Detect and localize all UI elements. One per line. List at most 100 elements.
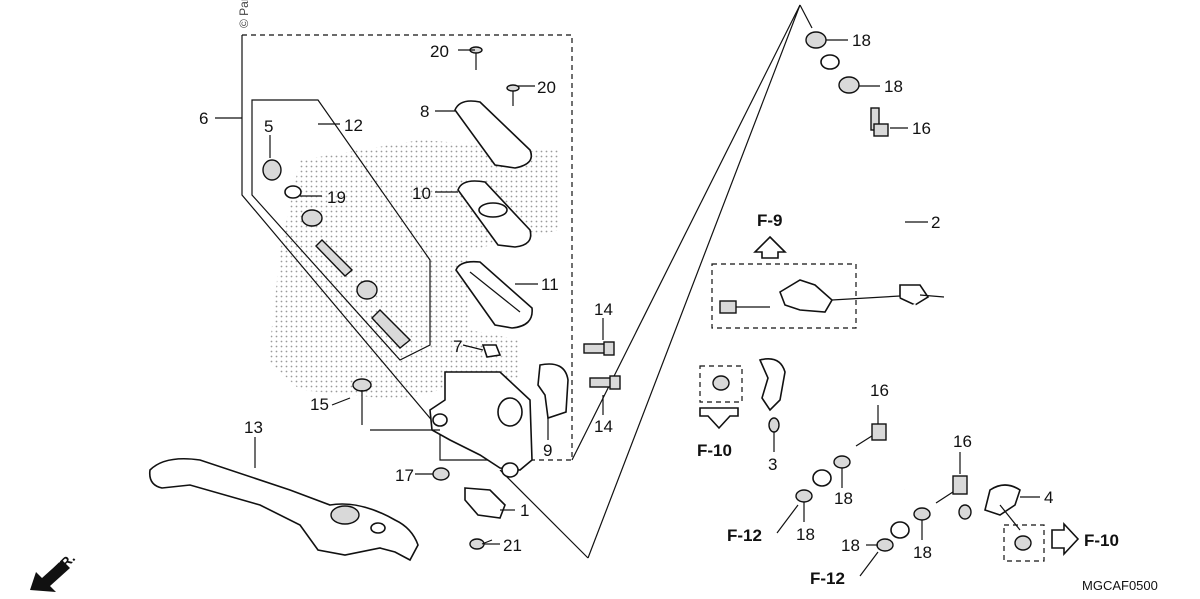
nut-17 <box>432 467 450 481</box>
callout-18-top-a: 18 <box>852 31 871 50</box>
callout-17: 17 <box>395 466 414 485</box>
boot-5 <box>262 159 282 181</box>
arrow-right-f10 <box>1051 521 1080 557</box>
banjo-port <box>501 462 519 478</box>
banjo-bolt-16-low <box>935 475 968 504</box>
callout-leaders <box>215 39 1040 546</box>
washer-18-mid <box>833 455 851 469</box>
ref-f12-b: F-12 <box>810 569 845 588</box>
arrow-down-f10 <box>699 407 739 430</box>
banjo-bolt-16-mid <box>855 423 887 447</box>
hose-fitting-top <box>820 54 840 70</box>
shading-region <box>268 140 560 400</box>
callout-19: 19 <box>327 188 346 207</box>
leader-switch <box>499 469 589 559</box>
piston-spring <box>371 309 412 349</box>
callout-10: 10 <box>412 184 431 203</box>
callout-14b: 14 <box>594 417 613 436</box>
callout-4: 4 <box>1044 488 1053 507</box>
callout-15: 15 <box>310 395 329 414</box>
callout-18-mid: 18 <box>834 489 853 508</box>
pivot-bolt-15 <box>352 378 440 431</box>
circlip-19 <box>284 185 302 199</box>
joint-pin <box>919 294 945 298</box>
brake-hose-2-inner <box>818 59 909 286</box>
ref-f10-left: F-10 <box>697 441 732 460</box>
ref-f9: F-9 <box>757 211 783 230</box>
arrow-f12-b <box>859 551 879 577</box>
hose-clamp-4 <box>984 484 1021 516</box>
callout-16-mid: 16 <box>870 381 889 400</box>
callout-13: 13 <box>244 418 263 437</box>
diagram-code: MGCAF0500 <box>1082 578 1158 593</box>
callout-16-low: 16 <box>953 432 972 451</box>
washer-18-top-b <box>838 76 860 94</box>
arrow-up-f9 <box>753 235 787 259</box>
screw-20a <box>469 46 483 70</box>
callout-12: 12 <box>344 116 363 135</box>
assembly-dash-6 <box>242 34 573 461</box>
washer-18-left <box>795 489 813 503</box>
banjo-bolt-16-top <box>870 107 889 137</box>
lower-hose-right-inner <box>901 303 923 491</box>
leader-hose-bottom <box>587 4 801 559</box>
callout-18-bottom: 18 <box>841 536 860 555</box>
lever-adjuster <box>370 522 386 534</box>
diaphragm-11 <box>455 260 533 329</box>
callout-3: 3 <box>768 455 777 474</box>
callout-21: 21 <box>503 536 522 555</box>
screw-20b <box>506 84 520 106</box>
clamp-4-leader <box>999 504 1021 531</box>
cup <box>356 280 378 300</box>
clamp-4-grommet <box>958 504 972 520</box>
diaphragm-ridge <box>469 271 521 313</box>
clamp-4-bolt <box>1014 535 1032 551</box>
callout-7: 7 <box>453 337 462 356</box>
washer-18-right <box>913 507 931 521</box>
three-way-joint <box>899 284 930 306</box>
hose-clamp-3 <box>758 358 786 412</box>
callout-18-top-b: 18 <box>884 77 903 96</box>
plate-hole <box>478 202 508 218</box>
bracket-to-joint <box>831 295 901 301</box>
clamp-holder-9 <box>537 363 569 420</box>
hose-right-fitting <box>890 521 910 539</box>
stop-switch-1 <box>464 487 506 519</box>
ref-box-f9 <box>711 263 857 329</box>
washer-18-top-a <box>805 31 827 49</box>
lower-hose-left-inner <box>818 296 901 460</box>
clamp-bolt <box>712 375 730 391</box>
clip-7 <box>481 344 502 358</box>
master-cylinder-body <box>429 371 533 471</box>
pushrod <box>315 239 354 277</box>
hose-left-fitting <box>812 469 832 487</box>
callout-9: 9 <box>543 441 552 460</box>
hose-bracket <box>779 279 834 313</box>
callout-20a: 20 <box>430 42 449 61</box>
bolt-14a <box>583 341 615 356</box>
leader-hose-cap <box>799 4 813 29</box>
arrow-f12-a <box>776 504 799 534</box>
callout-6: 6 <box>199 109 208 128</box>
cylinder-bore <box>497 397 523 427</box>
ref-box-f10-left <box>699 365 743 403</box>
callout-16-top: 16 <box>912 119 931 138</box>
callout-1: 1 <box>520 501 529 520</box>
callout-20b: 20 <box>537 78 556 97</box>
callout-8: 8 <box>420 102 429 121</box>
callout-18-left: 18 <box>796 525 815 544</box>
ref-f12-a: F-12 <box>727 526 762 545</box>
piston-kit-bracket-12 <box>251 99 431 361</box>
callout-11: 11 <box>541 275 559 294</box>
ref-box-f10-right <box>1003 524 1045 562</box>
callout-2: 2 <box>931 213 940 232</box>
copyright-text: © Par <box>237 0 251 28</box>
callout-18-right: 18 <box>913 543 932 562</box>
callout-5: 5 <box>264 117 273 136</box>
ref-f10-right: F-10 <box>1084 531 1119 550</box>
brake-lever-13 <box>148 457 419 562</box>
washer-19 <box>301 209 323 227</box>
bolt-14b <box>589 375 621 390</box>
